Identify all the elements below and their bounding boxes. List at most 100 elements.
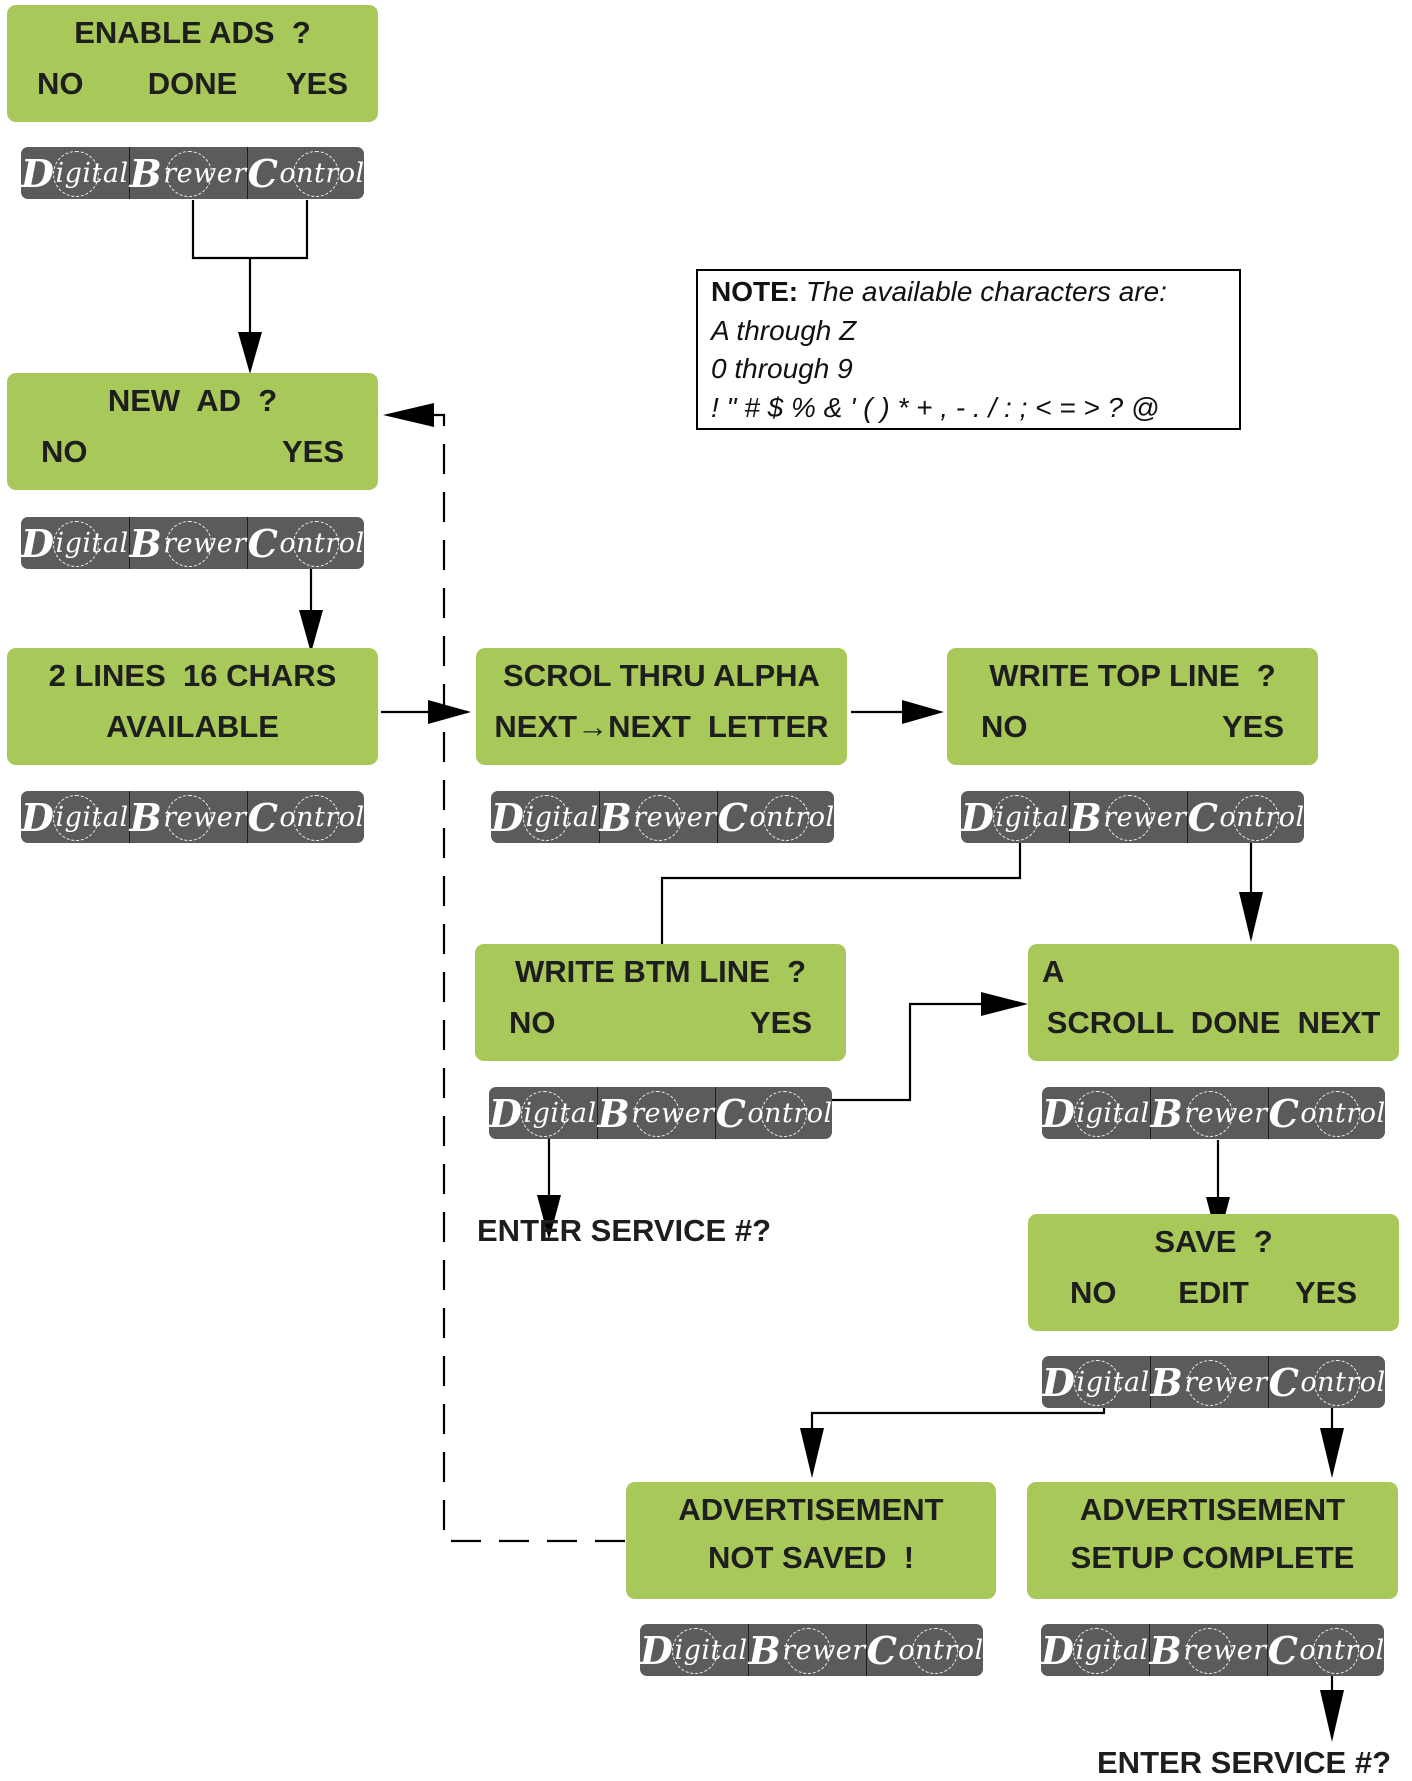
- screen-line-2: NOT SAVED !: [707, 1540, 915, 1575]
- screen-new-ad: NEW AD ? NO YES: [7, 373, 378, 490]
- key-press-ring-icon: [671, 1628, 718, 1674]
- option-yes[interactable]: YES: [1294, 1275, 1358, 1310]
- key-initial: C: [1187, 794, 1219, 840]
- option-no[interactable]: NO: [41, 434, 88, 469]
- option-yes[interactable]: YES: [281, 434, 344, 469]
- trademark-mark: TM: [1305, 807, 1322, 817]
- option-no[interactable]: NO: [1070, 1275, 1117, 1310]
- key-initial: B: [1069, 794, 1103, 840]
- key-press-ring-icon: [292, 521, 339, 567]
- key-press-ring-icon: [166, 795, 213, 841]
- key-press-ring-icon: [166, 521, 213, 567]
- key-initial: C: [717, 794, 749, 840]
- note-line-symbols: ! " # $ % & ' ( ) * + , - . / : ; < = > …: [711, 391, 1160, 423]
- key-initial: D: [1042, 1090, 1076, 1136]
- screen-options: NO EDIT YES: [1028, 1275, 1399, 1311]
- key-initial: B: [599, 794, 633, 840]
- trademark-mark: TM: [365, 533, 382, 543]
- screen-line-1: ENABLE ADS ?: [74, 15, 311, 50]
- screen-line-1: 2 LINES 16 CHARS: [48, 658, 337, 693]
- screen-options: NO YES: [475, 1005, 846, 1041]
- key-press-ring-icon: [292, 795, 339, 841]
- key-press-ring-icon: [1312, 1628, 1359, 1674]
- trademark-mark: TM: [835, 807, 852, 817]
- key-press-ring-icon: [292, 151, 339, 197]
- key-press-ring-icon: [992, 795, 1039, 841]
- trademark-mark: TM: [1385, 1640, 1402, 1650]
- key-press-ring-icon: [1187, 1360, 1234, 1406]
- note-heading: NOTE:: [711, 276, 799, 307]
- enter-service-label-mid: ENTER SERVICE #?: [477, 1213, 772, 1248]
- screen-line-2: SCROLL DONE NEXT: [1046, 1005, 1381, 1040]
- screen-scroll-alpha: SCROL THRU ALPHA NEXT→NEXT LETTER: [476, 648, 847, 765]
- option-yes[interactable]: YES: [749, 1005, 812, 1040]
- key-press-ring-icon: [520, 1091, 567, 1137]
- key-initial: C: [1267, 1627, 1299, 1673]
- screen-write-btm: WRITE BTM LINE ? NO YES: [475, 944, 846, 1061]
- option-no[interactable]: NO: [37, 66, 84, 101]
- key-initial: B: [1150, 1359, 1184, 1405]
- screen-setup-complete: ADVERTISEMENT SETUP COMPLETE: [1027, 1482, 1398, 1599]
- screen-line-1: SCROL THRU ALPHA: [503, 658, 820, 693]
- option-no[interactable]: NO: [509, 1005, 556, 1040]
- screen-options: NO YES: [947, 709, 1318, 745]
- key-press-ring-icon: [522, 795, 569, 841]
- key-initial: D: [21, 794, 55, 840]
- key-initial: D: [21, 150, 55, 196]
- screen-line-1: SAVE ?: [1154, 1224, 1273, 1259]
- option-done[interactable]: DONE: [147, 66, 238, 101]
- option-yes[interactable]: YES: [1221, 709, 1284, 744]
- trademark-mark: TM: [833, 1103, 850, 1113]
- key-initial: B: [129, 520, 163, 566]
- connector-enable-to-newad: [191, 200, 309, 337]
- trademark-mark: TM: [365, 807, 382, 817]
- connector-dashed-return: [396, 413, 625, 1543]
- screen-line-1: WRITE BTM LINE ?: [514, 954, 807, 989]
- key-initial: B: [597, 1090, 631, 1136]
- key-initial: D: [21, 520, 55, 566]
- option-no[interactable]: NO: [981, 709, 1028, 744]
- characters-note: NOTE: The available characters are: A th…: [696, 269, 1241, 430]
- option-edit[interactable]: EDIT: [1178, 1275, 1249, 1310]
- key-initial: B: [129, 794, 163, 840]
- key-initial: D: [1041, 1627, 1075, 1673]
- option-yes[interactable]: YES: [285, 66, 349, 101]
- key-press-ring-icon: [166, 151, 213, 197]
- key-press-ring-icon: [1073, 1360, 1120, 1406]
- trademark-mark: TM: [1386, 1372, 1403, 1382]
